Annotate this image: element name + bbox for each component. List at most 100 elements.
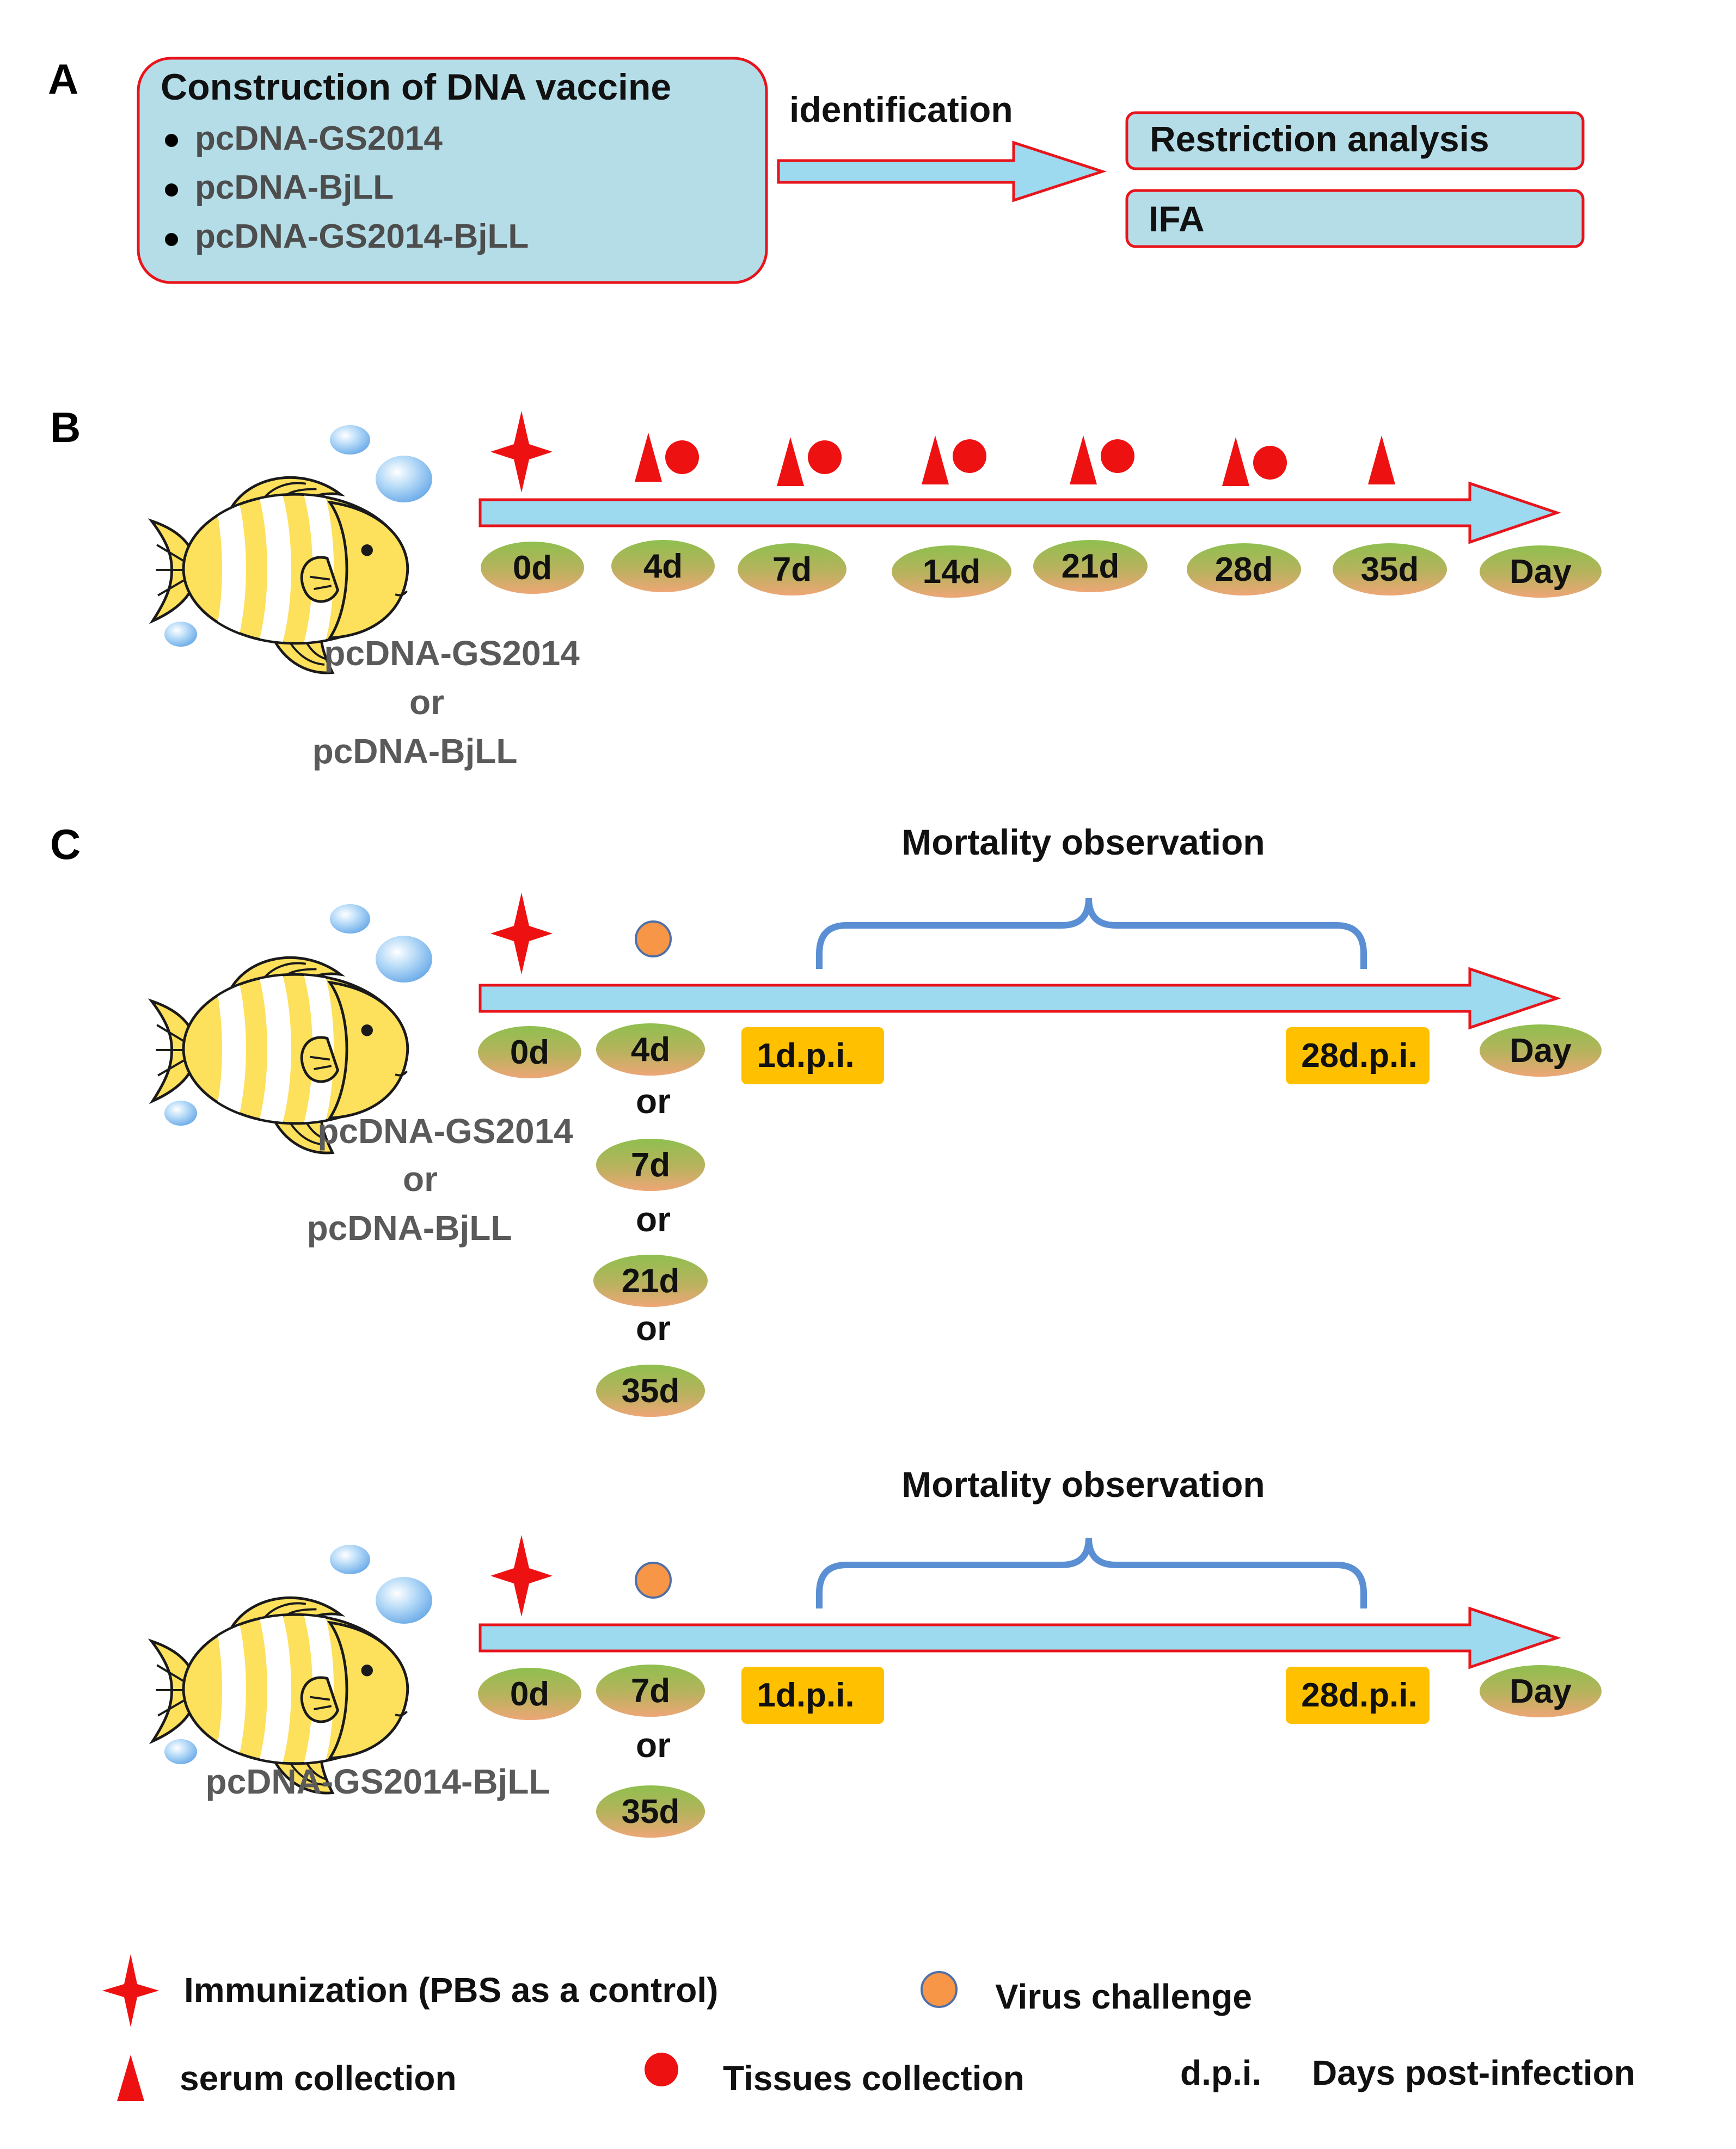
day-pill — [478, 1668, 581, 1720]
legend-tissues-label: Tissues collection — [723, 2059, 1025, 2098]
serum-triangle-icon — [1070, 435, 1097, 484]
serum-triangle-icon — [1222, 437, 1249, 486]
four-point-star-icon — [490, 411, 553, 493]
immunization-marker — [490, 411, 553, 493]
legend: Immunization (PBS as a control) Virus ch… — [102, 1954, 1635, 2101]
day-pill — [1187, 543, 1301, 595]
timeline-arrow-b — [479, 481, 1561, 544]
day-pill-label: 35d — [622, 1793, 680, 1831]
fish-label-b: pcDNA-GS2014 or pcDNA-BjLL — [312, 634, 580, 771]
day-pill-label: 28d — [1215, 551, 1273, 588]
day-pill — [1480, 1665, 1602, 1717]
construct-item: pcDNA-GS2014 — [195, 120, 443, 157]
tissues-dot-icon — [1253, 446, 1287, 480]
or-label: or — [403, 1159, 438, 1199]
four-point-star-icon — [490, 1535, 553, 1617]
serum-triangle-icon — [117, 2055, 144, 2101]
or-label: or — [636, 1082, 671, 1121]
fish-label-c1: pcDNA-GS2014 or pcDNA-BjLL — [307, 1112, 574, 1248]
challenge-day-options: 4d or 7d or 21d or 35d — [593, 1023, 708, 1417]
panel-c: C Mortality observation pcDNA-GS2014 or … — [50, 820, 1602, 1838]
legend-immunization-label: Immunization (PBS as a control) — [184, 1970, 718, 2010]
construct-name: pcDNA-BjLL — [307, 1208, 512, 1248]
day-pill — [1033, 540, 1148, 592]
dpi-end-box — [1286, 1027, 1430, 1084]
day-markers — [635, 433, 1395, 486]
virus-challenge-icon — [921, 1971, 958, 2008]
day-pill-label: 14d — [923, 553, 981, 591]
method-label-restriction: Restriction analysis — [1150, 119, 1489, 159]
tissues-dot-icon — [1101, 439, 1134, 473]
observation-brace — [816, 1537, 1367, 1608]
timeline-arrow-c2 — [479, 1606, 1561, 1669]
construct-list: pcDNA-GS2014 pcDNA-BjLL pcDNA-GS2014-BjL… — [165, 120, 529, 255]
construct-item: pcDNA-BjLL — [195, 169, 394, 206]
virus-challenge-icon — [635, 1562, 672, 1599]
fish-illustration — [151, 904, 432, 1153]
tissues-dot-icon — [645, 2053, 678, 2086]
bubble-icon — [376, 456, 432, 502]
construct-name: pcDNA-BjLL — [312, 732, 518, 771]
or-label: or — [636, 1726, 671, 1765]
day-pill — [1480, 1024, 1602, 1077]
legend-dpi-abbr: d.p.i. — [1180, 2053, 1261, 2092]
serum-triangle-icon — [635, 433, 662, 482]
dpi-start-box — [741, 1027, 884, 1084]
tissues-dot-icon — [665, 440, 699, 474]
four-point-star-icon — [102, 1954, 159, 2027]
dpi-start-label: 1d.p.i. — [757, 1677, 854, 1714]
day-pill-label: 4d — [631, 1031, 670, 1069]
bullet-icon — [165, 134, 178, 147]
day-pill-label: 7d — [772, 551, 812, 588]
day-pill-label: 0d — [513, 549, 552, 587]
tissues-dot-icon — [953, 439, 986, 473]
day-pill — [596, 1665, 705, 1717]
day-pill — [611, 540, 715, 592]
bubble-icon — [164, 1101, 197, 1126]
bubble-icon — [330, 904, 370, 934]
virus-challenge-icon — [635, 920, 672, 957]
day-pill-label: 0d — [510, 1675, 549, 1713]
timeline-1: Mortality observation pcDNA-GS2014 or pc… — [151, 822, 1602, 1417]
day-pill-label: 21d — [622, 1262, 680, 1300]
day-pill — [478, 1026, 581, 1078]
day-pill-label: 7d — [631, 1146, 670, 1184]
day-pill — [1480, 545, 1602, 598]
legend-virus-label: Virus challenge — [995, 1977, 1252, 2016]
day-pill — [892, 545, 1011, 598]
day-pill-label: 4d — [643, 548, 683, 585]
construct-name: pcDNA-GS2014 — [324, 634, 580, 673]
method-label-ifa: IFA — [1149, 199, 1205, 239]
panel-a-letter: A — [48, 55, 78, 103]
four-point-star-icon — [490, 893, 553, 974]
fish-illustration — [151, 1545, 432, 1793]
day-pill — [596, 1023, 705, 1076]
construction-box — [137, 57, 768, 284]
day-pill — [738, 543, 846, 595]
serum-triangle-icon — [922, 435, 949, 484]
construction-box-title: Construction of DNA vaccine — [161, 66, 671, 108]
identification-arrow — [777, 140, 1107, 202]
day-pill-label: 7d — [631, 1672, 670, 1710]
timeline-2: Mortality observation pcDNA-GS2014-BjLL … — [151, 1464, 1602, 1838]
bubble-icon — [330, 425, 370, 455]
dpi-end-label: 28d.p.i. — [1301, 1037, 1418, 1074]
day-pill-label: 21d — [1062, 548, 1120, 585]
day-pill — [1333, 543, 1447, 595]
legend-serum-label: serum collection — [180, 2059, 457, 2098]
panel-b: B pcDNA-GS2014 or pcDNA-BjLL — [50, 403, 1602, 771]
day-axis-label: Day — [1510, 553, 1572, 591]
day-pill — [481, 542, 584, 594]
bubble-icon — [330, 1545, 370, 1574]
dpi-start-label: 1d.p.i. — [757, 1037, 854, 1074]
day-axis-label: Day — [1510, 1673, 1572, 1710]
identification-label: identification — [789, 89, 1013, 130]
panel-b-letter: B — [50, 403, 81, 451]
or-label: or — [409, 683, 444, 722]
tissues-dot-icon — [808, 440, 842, 474]
dpi-start-box — [741, 1667, 884, 1724]
day-pill-label: 0d — [510, 1034, 549, 1071]
timeline-arrow-c1 — [479, 967, 1561, 1030]
bubble-icon — [376, 1577, 432, 1624]
